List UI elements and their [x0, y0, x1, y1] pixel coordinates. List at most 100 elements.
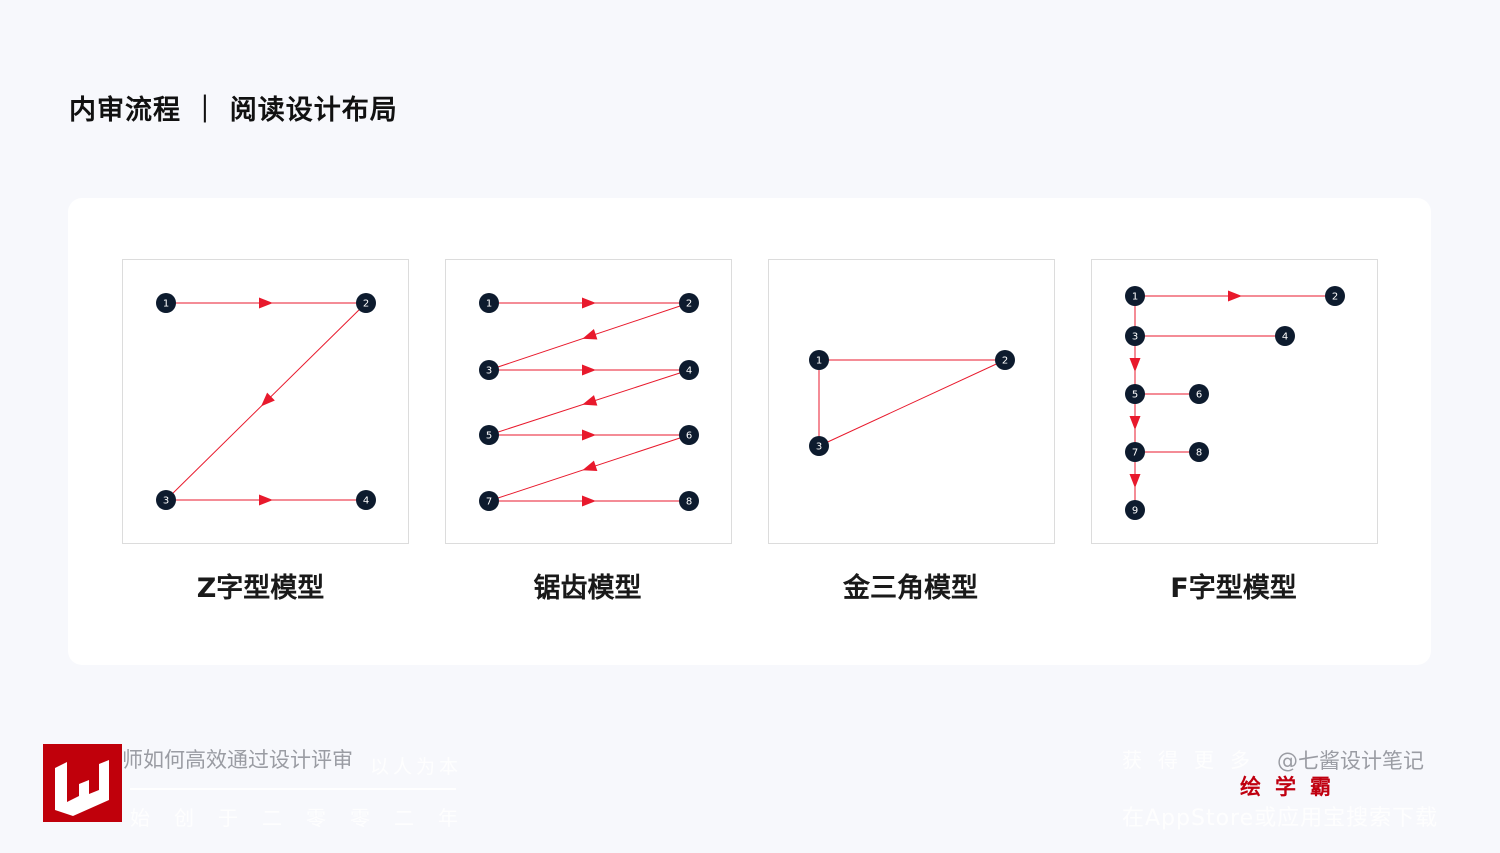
node-circle: [995, 350, 1015, 370]
flow-node: 1: [1125, 286, 1145, 306]
author-handle: @七酱设计笔记: [1277, 749, 1424, 773]
flow-node: 6: [1189, 384, 1209, 404]
node-circle: [1275, 326, 1295, 346]
z-model-caption: Z字型模型: [196, 573, 325, 604]
node-number: 4: [686, 366, 692, 377]
flow-node: 9: [1125, 500, 1145, 520]
node-circle: [1189, 384, 1209, 404]
node-circle: [479, 491, 499, 511]
node-number: 3: [486, 366, 492, 377]
node-number: 1: [816, 356, 822, 367]
node-number: 1: [163, 299, 169, 310]
watermark-faint: 以人为本: [370, 756, 463, 778]
flow-node: 2: [679, 293, 699, 313]
node-circle: [1325, 286, 1345, 306]
node-circle: [1125, 500, 1145, 520]
node-number: 3: [816, 442, 822, 453]
flow-line: [818, 359, 1006, 447]
node-number: 2: [363, 299, 369, 310]
node-circle: [1189, 442, 1209, 462]
arrow-head-icon: [259, 297, 273, 309]
watermark-divider: [130, 788, 456, 790]
flow-node: 4: [679, 360, 699, 380]
diagram-canvas: 1 2 3 4 5 6 7 8: [479, 293, 699, 511]
node-number: 2: [1332, 292, 1338, 303]
node-circle: [356, 293, 376, 313]
node-circle: [1125, 286, 1145, 306]
node-number: 3: [163, 496, 169, 507]
golden-triangle-diagram: 1 2 3: [768, 259, 1055, 544]
brand-name: 绘学霸: [1240, 775, 1345, 799]
node-number: 5: [486, 431, 492, 442]
flow-node: 8: [1189, 442, 1209, 462]
flow-node: 1: [809, 350, 829, 370]
arrow-head-icon: [582, 395, 598, 406]
arrow-head-icon: [582, 297, 596, 309]
zigzag-model-caption: 锯齿模型: [533, 573, 642, 604]
node-number: 8: [686, 497, 692, 508]
node-circle: [1125, 326, 1145, 346]
watermark-text: 师如何高效通过设计评审: [122, 748, 353, 772]
flow-node: 8: [679, 491, 699, 511]
node-number: 4: [363, 496, 369, 507]
arrow-head-icon: [582, 460, 598, 472]
arrow-head-icon: [582, 429, 596, 441]
node-circle: [479, 293, 499, 313]
node-number: 7: [1132, 448, 1138, 459]
flow-node: 7: [479, 491, 499, 511]
node-circle: [679, 360, 699, 380]
node-circle: [809, 436, 829, 456]
diagram-canvas: 1 2 3 4: [156, 293, 376, 510]
download-hint: 在AppStore或应用宝搜索下载: [1122, 806, 1439, 831]
flow-node: 2: [995, 350, 1015, 370]
arrow-head-icon: [582, 495, 596, 507]
arrow-head-icon: [1129, 358, 1141, 372]
flow-node: 5: [1125, 384, 1145, 404]
arrow-head-icon: [259, 494, 273, 506]
node-number: 6: [1196, 390, 1202, 401]
node-circle: [679, 293, 699, 313]
watermark-bottom: 始创于二零零二年: [130, 806, 482, 830]
node-circle: [479, 360, 499, 380]
diagram-canvas: 1 2 3 4 5 6 7 8 9: [1125, 286, 1345, 520]
node-circle: [156, 293, 176, 313]
node-number: 7: [486, 497, 492, 508]
flow-node: 3: [479, 360, 499, 380]
flow-node: 7: [1125, 442, 1145, 462]
node-circle: [679, 491, 699, 511]
arrow-head-icon: [1129, 416, 1141, 430]
flow-node: 6: [679, 425, 699, 445]
node-circle: [809, 350, 829, 370]
diagram-canvas: 1 2 3: [809, 350, 1015, 456]
page-title: 内审流程 ｜ 阅读设计布局: [69, 95, 398, 126]
f-model-diagram: 1 2 3 4 5 6 7 8 9: [1091, 259, 1378, 544]
f-model-caption: F字型模型: [1170, 573, 1297, 604]
node-number: 2: [1002, 356, 1008, 367]
node-circle: [1125, 442, 1145, 462]
z-model-diagram: 1 2 3 4: [122, 259, 409, 544]
node-number: 2: [686, 299, 692, 310]
node-circle: [679, 425, 699, 445]
flow-node: 3: [809, 436, 829, 456]
arrow-head-icon: [1129, 474, 1141, 488]
node-number: 3: [1132, 332, 1138, 343]
arrow-head-icon: [582, 364, 596, 376]
watermark-right-faint: 获得更多: [1122, 748, 1266, 772]
flow-node: 1: [479, 293, 499, 313]
flow-node: 4: [1275, 326, 1295, 346]
node-number: 5: [1132, 390, 1138, 401]
arrow-head-icon: [261, 392, 275, 407]
flow-node: 3: [1125, 326, 1145, 346]
flow-node: 2: [1325, 286, 1345, 306]
node-number: 9: [1132, 506, 1138, 517]
flow-node: 5: [479, 425, 499, 445]
node-number: 1: [1132, 292, 1138, 303]
node-circle: [156, 490, 176, 510]
node-number: 8: [1196, 448, 1202, 459]
flow-node: 3: [156, 490, 176, 510]
zigzag-model-diagram: 1 2 3 4 5 6 7 8: [445, 259, 732, 544]
node-number: 4: [1282, 332, 1288, 343]
node-circle: [356, 490, 376, 510]
node-number: 1: [486, 299, 492, 310]
arrow-head-icon: [1228, 290, 1242, 302]
